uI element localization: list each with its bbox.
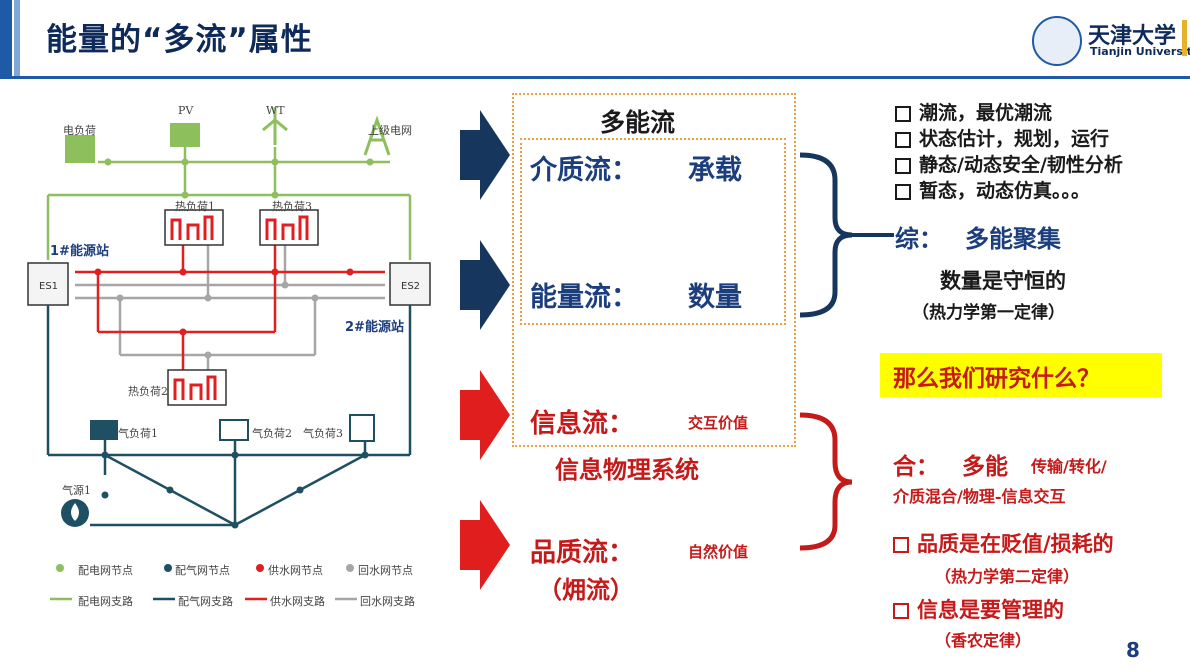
quality-item: 品质是在贬值/损耗的	[893, 528, 1114, 558]
gas-load-1-icon	[90, 420, 118, 440]
university-seal-icon	[1032, 16, 1082, 66]
label-grid: 上级电网	[368, 124, 412, 137]
red-brace-icon	[799, 412, 853, 551]
legend-node-supply: 供水网节点	[268, 564, 323, 577]
power-nodes	[104, 158, 374, 199]
legend-branch-return: 回水网支路	[360, 595, 415, 608]
combine-value: 多能	[962, 453, 1008, 480]
arrow-info-icon	[460, 370, 510, 460]
list-item-state-estimation: 状态估计，规划，运行	[895, 124, 1109, 151]
energy-flow-value: 数量	[688, 282, 742, 313]
supply-water-network	[75, 245, 385, 370]
question-highlight	[880, 353, 1162, 397]
energy-network-diagram	[27, 107, 431, 601]
label-electric-load: 电负荷	[63, 124, 96, 137]
info-flow-label: 信息流：	[530, 409, 635, 439]
combine-line2: 介质混合/物理-信息交互	[893, 487, 1066, 506]
header-logo-stripe	[1182, 20, 1187, 56]
heat-load-2-box	[167, 369, 227, 406]
first-law-text: （热力学第一定律）	[912, 303, 1065, 323]
arrow-energy-icon	[460, 240, 510, 330]
solar-panel-icon	[170, 123, 200, 147]
header-accent	[0, 0, 12, 78]
return-water-nodes	[116, 281, 319, 359]
page-title: 能量的“多流”属性	[46, 22, 313, 58]
label-wt: WT	[266, 104, 285, 117]
medium-flow-value: 承载	[688, 155, 742, 186]
heat-load-3-box	[259, 209, 319, 246]
university-name-cn: 天津大学	[1088, 23, 1177, 49]
label-gas-load-3: 气负荷3	[303, 427, 343, 440]
legend-node-gas: 配气网节点	[175, 564, 230, 577]
legend-node-return: 回水网节点	[358, 564, 413, 577]
supply-water-nodes	[94, 268, 354, 336]
power-network	[46, 147, 412, 260]
label-station-1: 1#能源站	[50, 244, 109, 259]
info-flow-value: 交互价值	[688, 414, 749, 432]
summary-label: 综：	[895, 224, 943, 253]
multi-energy-flow-title: 多能流	[600, 108, 676, 137]
multi-energy-outer-box	[512, 93, 796, 447]
label-es1: ES1	[39, 281, 59, 292]
gas-load-3-icon	[349, 414, 375, 442]
electric-load-icon	[65, 135, 95, 163]
list-item-power-flow: 潮流，最优潮流	[895, 98, 1052, 125]
gas-load-2-icon	[219, 419, 249, 441]
label-heat-load-1: 热负荷1	[175, 200, 215, 213]
quality-flow-label: 品质流：	[530, 538, 635, 568]
multi-energy-inner-box	[520, 138, 786, 325]
heat-load-1-box	[164, 209, 224, 246]
header-accent-light	[14, 0, 20, 78]
arrow-medium-icon	[460, 110, 510, 200]
grid-tower-icon	[363, 115, 391, 156]
wind-turbine-icon	[262, 107, 288, 145]
info-item: 信息是要管理的	[893, 594, 1064, 624]
combine-label: 合：	[893, 453, 939, 480]
legend	[50, 564, 357, 601]
cps-label: 信息物理系统	[555, 456, 699, 484]
return-water-network	[75, 245, 385, 370]
label-gas-source-1: 气源1	[62, 484, 91, 497]
energy-flow-label: 能量流：	[530, 282, 638, 313]
label-station-2: 2#能源站	[345, 320, 404, 335]
university-name-en: Tianjin University	[1090, 45, 1190, 58]
label-heat-load-3: 热负荷3	[272, 200, 312, 213]
gas-nodes	[101, 451, 369, 529]
medium-flow-label: 介质流：	[530, 155, 638, 186]
arrows-column	[460, 110, 510, 590]
combine-tail: 传输/转化/	[1031, 457, 1107, 476]
arrow-quality-icon	[460, 500, 510, 590]
legend-branch-power: 配电网支路	[78, 595, 133, 608]
header-bar	[0, 0, 1190, 78]
braces	[799, 152, 894, 551]
legend-branch-gas: 配气网支路	[178, 595, 233, 608]
second-law-text: （热力学第二定律）	[935, 567, 1080, 586]
label-gas-load-1: 气负荷1	[118, 427, 158, 440]
label-heat-load-2: 热负荷2	[128, 385, 168, 398]
legend-node-power: 配电网节点	[78, 564, 133, 577]
label-es2: ES2	[401, 281, 421, 292]
quality-flow-value: 自然价值	[688, 543, 749, 561]
es1-box	[27, 262, 69, 306]
legend-branch-supply: 供水网支路	[270, 595, 325, 608]
conserved-text: 数量是守恒的	[940, 269, 1066, 293]
list-item-transient: 暂态，动态仿真。。。	[895, 176, 1090, 203]
label-gas-load-2: 气负荷2	[252, 427, 292, 440]
blue-brace-icon	[799, 152, 853, 318]
header-rule	[0, 76, 1190, 79]
question-text: 那么我们研究什么？	[893, 366, 1100, 392]
page-number: 8	[1126, 638, 1140, 662]
list-item-security: 静态/动态安全/韧性分析	[895, 150, 1123, 177]
shannon-text: （香农定律）	[935, 631, 1032, 650]
label-pv: PV	[178, 104, 194, 117]
exergy-label: （㶲流）	[538, 576, 634, 604]
summary-value: 多能聚集	[965, 224, 1061, 253]
